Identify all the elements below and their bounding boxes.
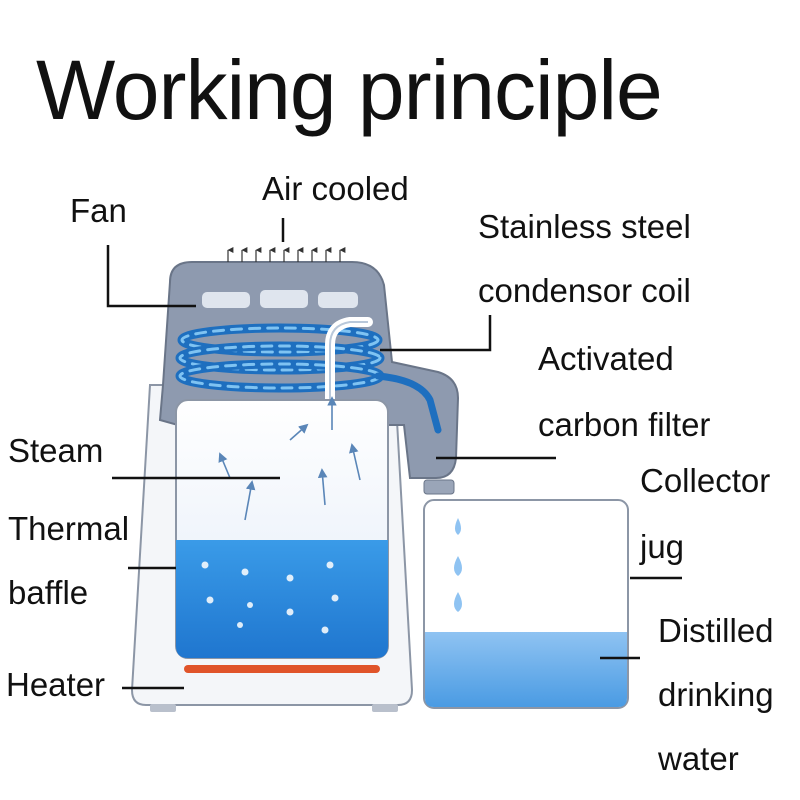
label-fan: Fan [70,192,127,230]
label-collector-jug-line1: Collector [640,462,770,500]
label-steam: Steam [8,432,103,470]
fan-vent [202,292,250,308]
carbon-filter [424,480,454,494]
fan-vent [260,290,308,308]
label-carbon-filter-line2: carbon filter [538,406,710,444]
label-carbon-filter-line1: Activated [538,340,674,378]
fan-vent [318,292,358,308]
boiling-chamber [176,398,388,673]
label-air-cooled: Air cooled [262,170,409,208]
leader-condensor-coil [380,315,490,350]
foot-right [372,704,398,712]
distilled-water [425,632,627,707]
label-distilled-water-line3: water [658,740,739,778]
label-condensor-coil-line2: condensor coil [478,272,691,310]
collector-jug [424,500,628,708]
label-condensor-coil-line1: Stainless steel [478,208,691,246]
label-heater: Heater [6,666,105,704]
air-flow-arrows [228,250,340,262]
label-thermal-baffle-line2: baffle [8,574,88,612]
heater-element [184,665,380,673]
label-distilled-water-line2: drinking [658,676,774,714]
label-thermal-baffle-line1: Thermal [8,510,129,548]
label-distilled-water-line1: Distilled [658,612,774,650]
label-collector-jug-line2: jug [640,528,684,566]
foot-left [150,704,176,712]
